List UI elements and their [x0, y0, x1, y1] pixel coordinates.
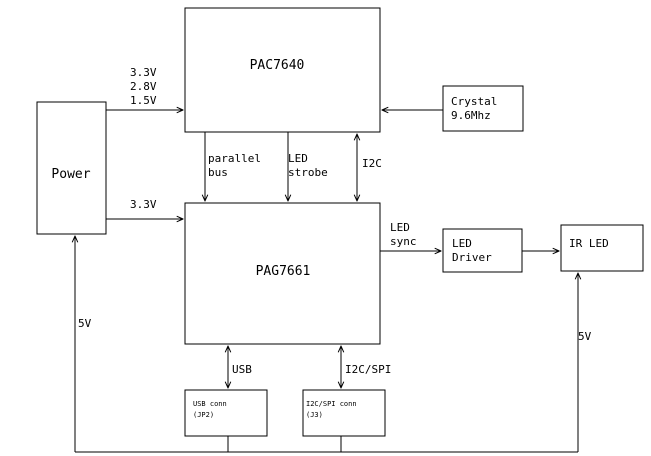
usb-conn-block	[184, 389, 268, 437]
power-to-pac-label-line1: 3.3V	[130, 66, 157, 79]
ir-led-block	[560, 224, 644, 272]
pag7661-block	[184, 202, 381, 345]
power-to-pag-label: 3.3V	[130, 198, 157, 211]
5v-left-label: 5V	[78, 317, 92, 330]
5v-right-label: 5V	[578, 330, 592, 343]
i2c-spi-conn-label-line2: (J3)	[306, 411, 323, 419]
parallel-bus-label-line2: bus	[208, 166, 228, 179]
crystal-label-line2: 9.6Mhz	[451, 109, 491, 122]
power-to-pac-label-line3: 1.5V	[130, 94, 157, 107]
usb-label: USB	[232, 363, 252, 376]
i2c-spi-conn-label-line1: I2C/SPI conn	[306, 400, 357, 408]
crystal-label-line1: Crystal	[451, 95, 497, 108]
led-driver-label-line2: Driver	[452, 251, 492, 264]
power-to-pac-label-line2: 2.8V	[130, 80, 157, 93]
i2c-spi-conn-block	[302, 389, 386, 437]
usb-conn-label-line2: (JP2)	[193, 411, 214, 419]
led-sync-label-line1: LED	[390, 221, 410, 234]
parallel-bus-label-line1: parallel	[208, 152, 261, 165]
pag7661-label: PAG7661	[256, 264, 311, 279]
pac7640-block	[184, 7, 381, 133]
i2c-spi-label: I2C/SPI	[345, 363, 391, 376]
power-block	[36, 101, 107, 235]
usb-conn-label-line1: USB conn	[193, 400, 227, 408]
crystal-block	[442, 85, 524, 132]
led-driver-block	[442, 228, 523, 273]
i2c-label: I2C	[362, 157, 382, 170]
led-strobe-label-line2: strobe	[288, 166, 328, 179]
ir-led-label: IR LED	[569, 237, 609, 250]
led-driver-label-line1: LED	[452, 237, 472, 250]
pac7640-label: PAC7640	[250, 58, 305, 73]
led-strobe-label-line1: LED	[288, 152, 308, 165]
power-label: Power	[51, 167, 90, 182]
led-sync-label-line2: sync	[390, 235, 417, 248]
